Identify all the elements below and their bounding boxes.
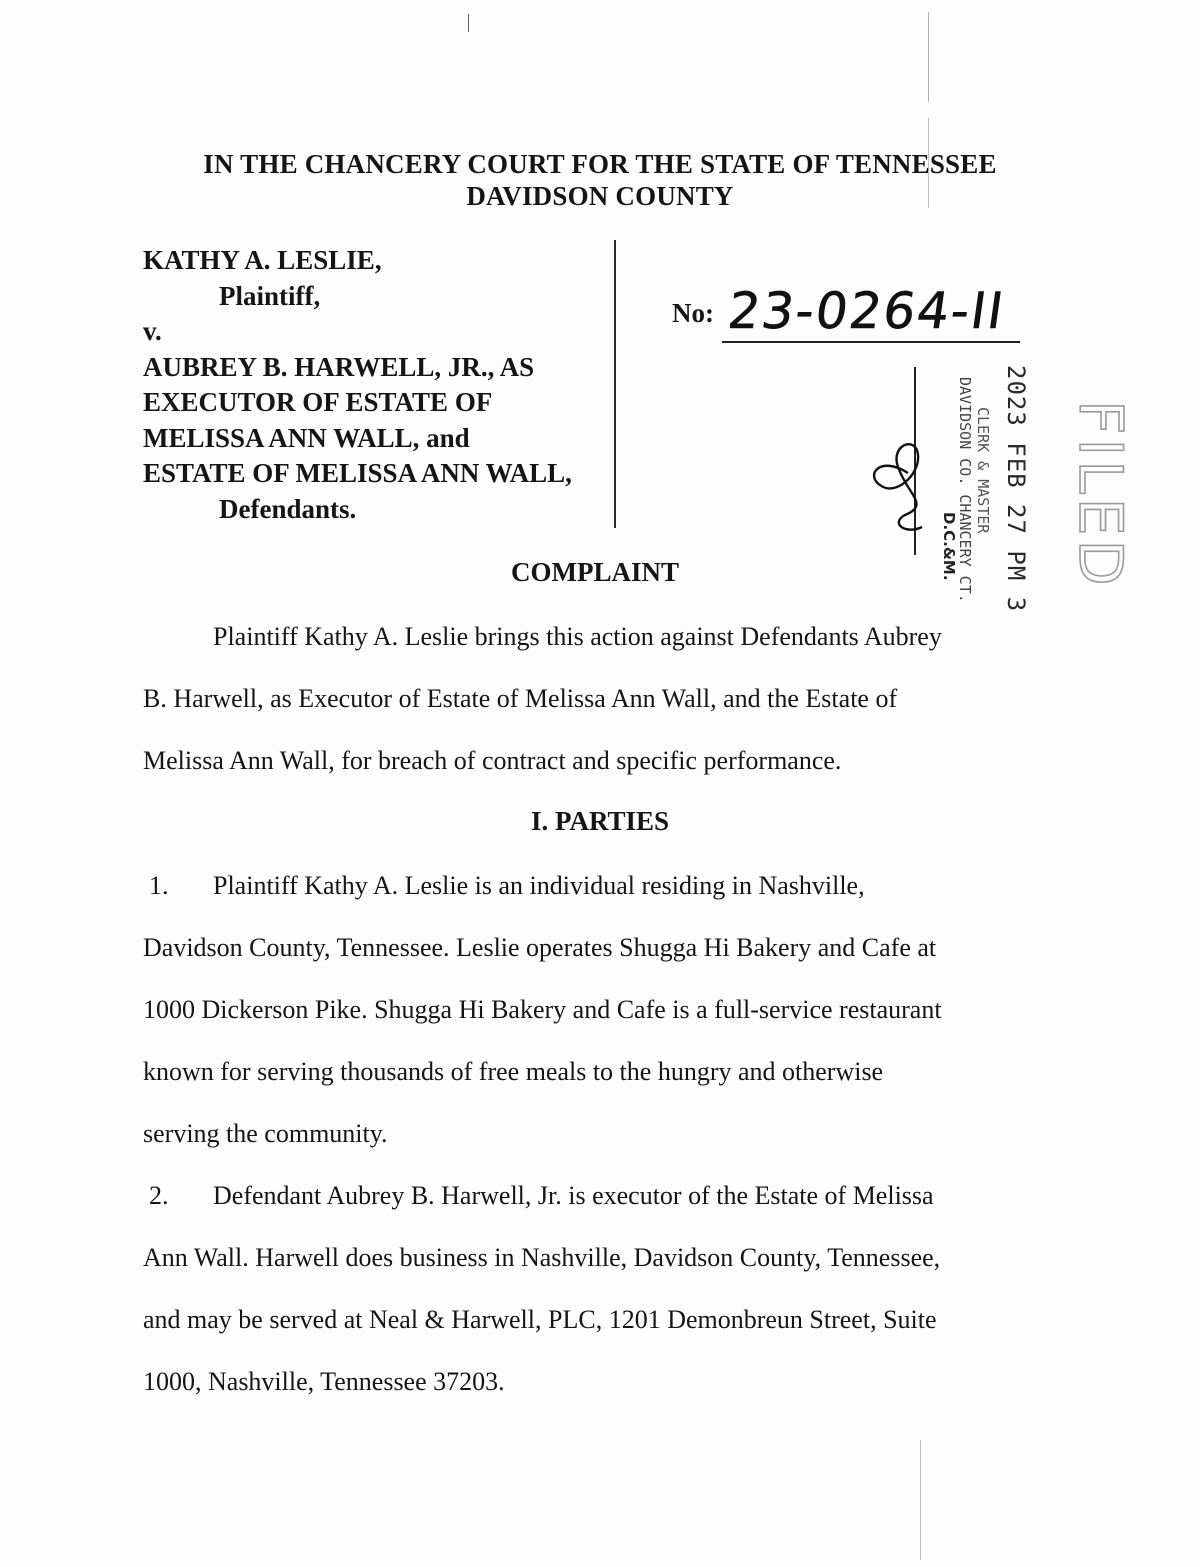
paragraph-2: 2.Defendant Aubrey B. Harwell, Jr. is ex… xyxy=(143,1165,940,1413)
defendant-line: EXECUTOR OF ESTATE OF xyxy=(143,387,493,417)
paragraph-1: 1.Plaintiff Kathy A. Leslie is an indivi… xyxy=(143,855,942,1165)
defendant-role: Defendants. xyxy=(219,493,357,524)
scan-mark xyxy=(928,12,929,102)
caption-divider xyxy=(614,240,616,528)
stamp-filed-word: FILED xyxy=(1065,400,1135,590)
paragraph-number: 1. xyxy=(149,871,169,900)
scan-mark xyxy=(920,1440,921,1560)
defendant-line: MELISSA ANN WALL, and xyxy=(143,422,470,453)
intro-paragraph: Plaintiff Kathy A. Leslie brings this ac… xyxy=(143,606,942,792)
stamp-date: 2023 FEB 27 PM 3:06 xyxy=(1002,365,1030,615)
paragraph-2-line-4: 1000, Nashville, Tennessee 37203. xyxy=(143,1367,505,1396)
paragraph-2-line-2: Ann Wall. Harwell does business in Nashv… xyxy=(143,1243,941,1272)
intro-line-2: B. Harwell, as Executor of Estate of Mel… xyxy=(143,684,898,713)
case-caption: KATHY A. LESLIE, Plaintiff, v. AUBREY B.… xyxy=(143,243,572,527)
paragraph-1-line-5: serving the community. xyxy=(143,1119,388,1148)
county-name: DAVIDSON COUNTY xyxy=(466,181,734,211)
paragraph-1-line-2: Davidson County, Tennessee. Leslie opera… xyxy=(143,933,937,962)
paragraph-1-line-4: known for serving thousands of free meal… xyxy=(143,1057,884,1086)
defendant-line: ESTATE OF MELISSA ANN WALL, xyxy=(143,458,572,488)
handwritten-case-number-text: 23-0264-II xyxy=(730,281,1009,340)
case-number-label: No: xyxy=(672,298,714,328)
handwritten-case-number: 23-0264-II xyxy=(730,281,1009,340)
paragraph-2-line-3: and may be served at Neal & Harwell, PLC… xyxy=(143,1305,937,1334)
intro-line-1: Plaintiff Kathy A. Leslie brings this ac… xyxy=(213,622,942,651)
stamp-office-line1: CLERK & MASTER xyxy=(974,407,992,534)
filed-stamp: CLERK & MASTER DAVIDSON CO. CHANCERY CT.… xyxy=(873,365,1136,615)
document-title: COMPLAINT xyxy=(511,557,679,587)
paragraph-1-line-3: 1000 Dickerson Pike. Shugga Hi Bakery an… xyxy=(143,995,942,1024)
plaintiff-role: Plaintiff, xyxy=(219,280,321,311)
scan-mark xyxy=(928,118,929,208)
clerk-signature xyxy=(873,443,923,531)
paragraph-number: 2. xyxy=(149,1181,169,1210)
intro-line-3: Melissa Ann Wall, for breach of contract… xyxy=(143,746,842,775)
section-title-parties: I. PARTIES xyxy=(530,806,670,836)
scan-mark xyxy=(468,14,469,32)
versus: v. xyxy=(143,316,162,346)
defendant-line: AUBREY B. HARWELL, JR., AS xyxy=(143,351,535,382)
stamp-initials: D.C.&M. xyxy=(940,512,958,581)
case-number-line xyxy=(722,341,1020,343)
court-name: IN THE CHANCERY COURT FOR THE STATE OF T… xyxy=(203,149,997,179)
paragraph-1-line-1: 1.Plaintiff Kathy A. Leslie is an indivi… xyxy=(143,855,942,917)
plaintiff-name: KATHY A. LESLIE, xyxy=(143,245,382,275)
court-header: IN THE CHANCERY COURT FOR THE STATE OF T… xyxy=(0,148,1200,212)
paragraph-2-line-1: 2.Defendant Aubrey B. Harwell, Jr. is ex… xyxy=(143,1165,940,1227)
stamp-office-line2: DAVIDSON CO. CHANCERY CT. xyxy=(956,377,974,603)
